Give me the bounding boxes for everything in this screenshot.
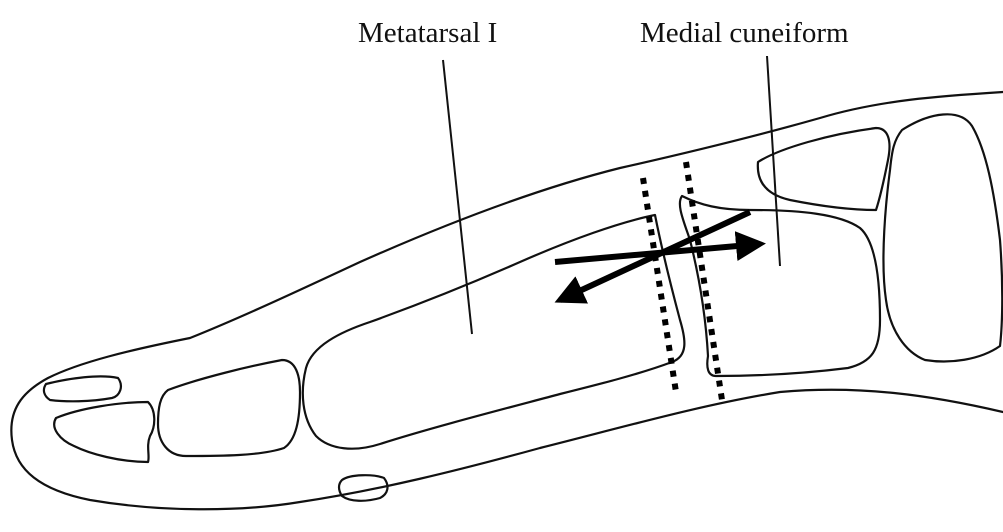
foot-outline: [11, 92, 1003, 509]
cuneiform-leader-line: [767, 56, 780, 266]
metatarsal-label: Metatarsal I: [358, 17, 497, 49]
toe-nail-outline: [44, 376, 121, 401]
distal-phalanx-outline: [54, 402, 154, 462]
proximal-phalanx-outline: [158, 360, 300, 456]
cuneiform-label: Medial cuneiform: [640, 17, 849, 49]
intermediate-cuneiform-outline: [758, 128, 890, 210]
medial-cuneiform-outline: [680, 196, 880, 376]
joint-line-right: [686, 162, 722, 400]
metatarsal-bone-outline: [303, 215, 685, 449]
navicular-outline: [883, 114, 1002, 361]
